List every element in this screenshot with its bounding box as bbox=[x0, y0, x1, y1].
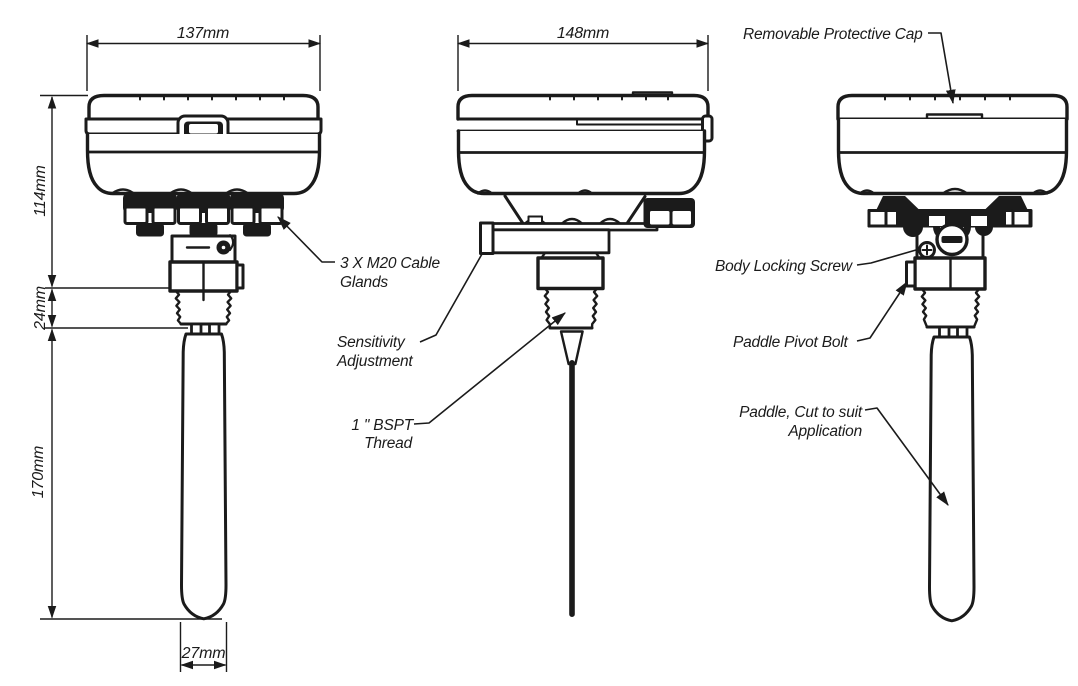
enclosure-body-rear bbox=[836, 117, 1069, 196]
hex-body-side bbox=[536, 256, 605, 291]
body-bottom-bumps-side bbox=[476, 189, 594, 195]
front-view bbox=[84, 93, 323, 621]
lid-clasp-window bbox=[189, 124, 218, 134]
dim-front-width-text: 137mm bbox=[177, 25, 229, 42]
body-bottom-bumps bbox=[110, 188, 250, 195]
callout-bspt-line2: Thread bbox=[364, 435, 413, 452]
callout-body-locking-screw-text: Body Locking Screw bbox=[715, 258, 854, 275]
bspt-thread-rear bbox=[920, 287, 981, 329]
pivot-bolt-tab-rear bbox=[905, 260, 917, 288]
cap-parting-ticks-rear bbox=[884, 95, 1011, 101]
lid-split-line-side bbox=[576, 118, 705, 126]
callouts: 3 X M20 Cable Glands Sensitivity Adjustm… bbox=[277, 26, 956, 506]
callout-paddle-cut-line1: Paddle, Cut to suit bbox=[739, 404, 863, 421]
side-view bbox=[456, 91, 714, 617]
dim-thread-length: 24mm bbox=[32, 286, 188, 331]
hex-body bbox=[168, 260, 245, 302]
body-locking-screw-rear bbox=[918, 241, 936, 259]
enclosure-body-side bbox=[456, 129, 707, 196]
cap-parting-ticks-side bbox=[549, 95, 669, 101]
dim-side-width: 148mm bbox=[456, 25, 710, 91]
callout-cable-glands-line1: 3 X M20 Cable bbox=[340, 255, 441, 272]
callout-paddle-pivot-bolt-text: Paddle Pivot Bolt bbox=[733, 334, 849, 351]
paddle-side bbox=[559, 330, 584, 617]
switch-neck bbox=[170, 234, 237, 264]
callout-paddle-cut-line2: Application bbox=[787, 423, 862, 440]
pivot-bolt-tab bbox=[235, 263, 245, 290]
enclosure-cap bbox=[87, 93, 320, 121]
callout-body-locking-screw: Body Locking Screw bbox=[715, 249, 917, 275]
dim-front-width: 137mm bbox=[85, 25, 322, 91]
callout-sensitivity-line1: Sensitivity bbox=[337, 334, 406, 351]
cap-parting-ticks bbox=[139, 95, 285, 101]
dim-paddle-length-text: 170mm bbox=[30, 446, 47, 498]
dimensions: 137mm 148mm 114mm 24mm 170mm 27mm bbox=[30, 25, 710, 672]
callout-sensitivity-line2: Adjustment bbox=[336, 353, 413, 370]
dim-body-height: 114mm bbox=[32, 94, 170, 289]
bspt-thread-side bbox=[543, 287, 599, 330]
enclosure-cap-side bbox=[456, 93, 710, 121]
cap-step-side bbox=[631, 91, 674, 97]
callout-protective-cap-text: Removable Protective Cap bbox=[743, 26, 923, 43]
paddle-front bbox=[180, 322, 228, 621]
terminal-bracket-side bbox=[643, 198, 695, 228]
body-bottom-bumps-rear bbox=[858, 187, 1049, 195]
dim-body-height-text: 114mm bbox=[32, 165, 49, 216]
callout-protective-cap: Removable Protective Cap bbox=[743, 26, 956, 105]
hex-body-rear bbox=[905, 256, 987, 291]
callout-sensitivity: Sensitivity Adjustment bbox=[336, 253, 483, 370]
callout-bspt-line1: 1 " BSPT bbox=[351, 417, 414, 434]
dim-paddle-width: 27mm bbox=[179, 622, 228, 672]
dim-side-width-text: 148mm bbox=[557, 25, 609, 42]
paddle-pivot-bolt-head bbox=[935, 222, 969, 257]
enclosure-body bbox=[85, 132, 322, 196]
callout-cable-glands-line2: Glands bbox=[340, 274, 388, 291]
mounting-flange-side bbox=[485, 194, 659, 232]
paddle-rear bbox=[928, 325, 976, 623]
rear-view bbox=[836, 93, 1069, 623]
callout-paddle-pivot-bolt: Paddle Pivot Bolt bbox=[733, 281, 908, 351]
dim-paddle-length: 170mm bbox=[30, 328, 222, 620]
cable-glands bbox=[123, 193, 284, 237]
lip-tab-rear bbox=[925, 113, 984, 121]
sensitivity-adjustment-tab bbox=[479, 221, 495, 255]
callout-cable-glands: 3 X M20 Cable Glands bbox=[277, 216, 441, 291]
dim-thread-length-text: 24mm bbox=[32, 286, 49, 331]
callout-bspt-thread: 1 " BSPT Thread bbox=[351, 312, 566, 452]
callout-paddle-cut: Paddle, Cut to suit Application bbox=[739, 404, 949, 506]
dim-paddle-width-text: 27mm bbox=[181, 645, 226, 662]
